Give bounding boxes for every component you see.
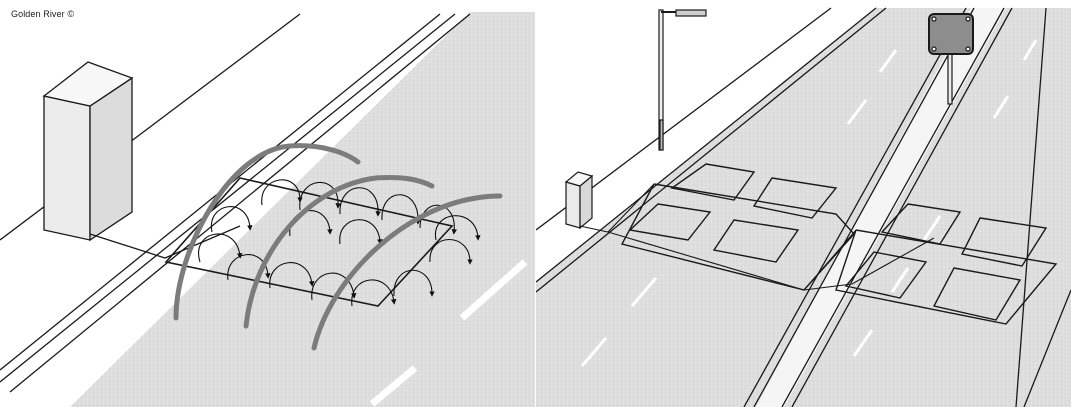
median-strip	[756, 8, 1006, 407]
street-lamp-icon	[658, 9, 707, 151]
lane-dashes	[369, 259, 528, 407]
left-panel-loop-field-diagram: Golden River ©	[0, 0, 535, 407]
right-panel-loop-layout-diagram	[536, 0, 1071, 407]
inductive-loop	[164, 177, 454, 307]
roadside-cabinet-icon	[42, 61, 134, 242]
panel-divider	[535, 0, 536, 407]
inductive-loops-right	[835, 203, 1058, 325]
road-surface-left	[536, 8, 971, 407]
feeder-cable	[89, 225, 241, 259]
road-edge-lines	[536, 7, 1071, 407]
magnetic-field-arcs	[173, 143, 503, 351]
road-surface	[70, 12, 535, 407]
image-credit: Golden River ©	[11, 9, 75, 19]
loop-field-illustration	[0, 12, 535, 407]
lane-dashes	[580, 39, 1038, 367]
sign-post-icon	[928, 13, 974, 105]
loop-layout-illustration	[536, 7, 1071, 407]
roadside-cabinet-icon	[564, 171, 594, 230]
inductive-loops-left	[620, 163, 855, 291]
